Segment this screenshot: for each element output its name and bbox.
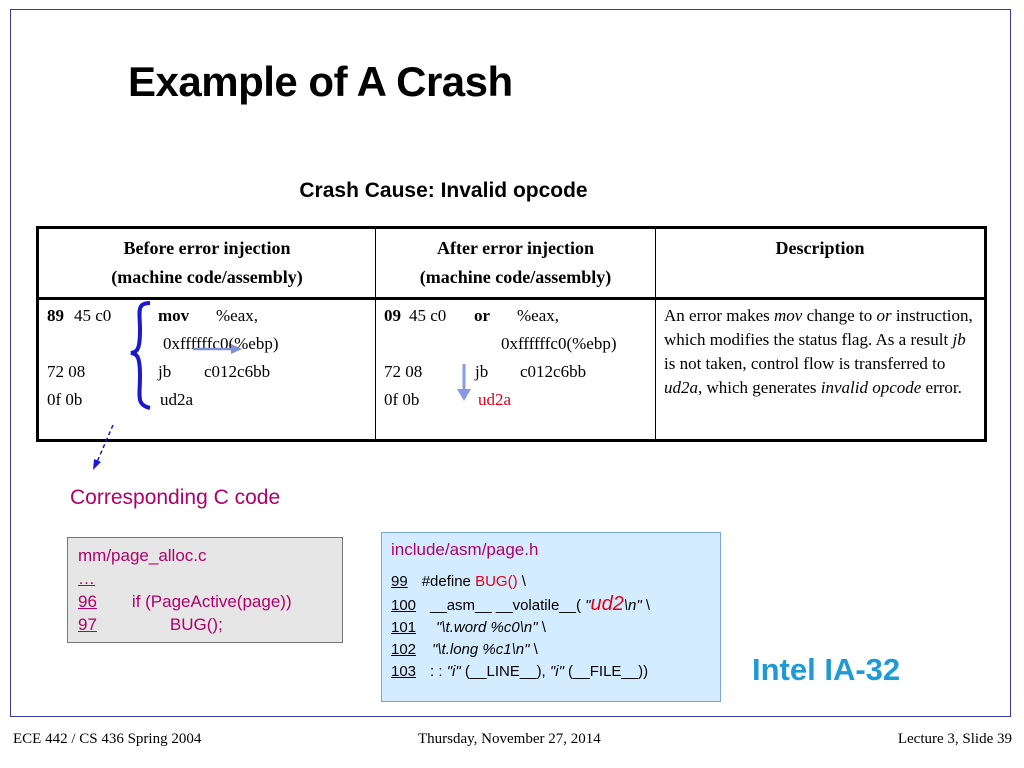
before-line-3: 72 08 jb c012c6bb	[47, 362, 271, 381]
asm-line-100: 100__asm__ __volatile__( "ud2\n" \	[391, 593, 651, 615]
footer-course: ECE 442 / CS 436 Spring 2004	[13, 731, 202, 747]
down-arrow-icon	[457, 389, 471, 401]
architecture-label: Intel IA-32	[752, 652, 901, 687]
after-line-3: 72 08 jb c012c6bb	[384, 362, 587, 381]
header-before: Before error injection (machine code/ass…	[37, 227, 376, 300]
asm-line-102: 102"\t.long %c1\n" \	[391, 641, 538, 658]
before-line-2: 0xffffffc0(%ebp)	[163, 334, 279, 353]
after-line-4: 0f 0b ud2a	[384, 390, 512, 409]
footer-slide-number: Lecture 3, Slide 39	[897, 731, 1012, 747]
crash-cause-heading: Crash Cause: Invalid opcode	[299, 179, 588, 202]
dashed-arrow-line	[96, 424, 114, 463]
after-line-1: 09 45 c0 or %eax,	[384, 306, 560, 325]
description-cell: An error makes mov change to or instruct…	[655, 298, 986, 441]
slide-title: Example of A Crash	[128, 58, 513, 105]
asm-code-box: include/asm/page.h 99#define BUG() \ 100…	[381, 532, 721, 702]
c-file-name: mm/page_alloc.c	[78, 546, 207, 565]
crash-table: Before error injection (machine code/ass…	[36, 226, 987, 442]
before-line-1: 89 45 c0 mov %eax,	[47, 306, 259, 325]
footer-date: Thursday, November 27, 2014	[418, 731, 601, 747]
header-after: After error injection (machine code/asse…	[375, 227, 656, 300]
arrow-head-icon	[93, 459, 101, 470]
after-code-cell: 09 45 c0 or %eax, 0xffffffc0(%ebp) 72 08…	[375, 298, 656, 441]
header-description: Description	[655, 227, 986, 300]
asm-line-99: 99#define BUG() \	[391, 573, 526, 590]
asm-line-101: 101"\t.word %c0\n" \	[391, 619, 546, 636]
pointer-arrow-icon	[231, 344, 242, 354]
table-header-row: Before error injection (machine code/ass…	[37, 227, 986, 300]
brace-icon	[130, 301, 151, 410]
asm-file-name: include/asm/page.h	[391, 540, 539, 559]
slide-frame	[10, 9, 1011, 717]
asm-line-103: 103: : "i" (__LINE__), "i" (__FILE__))	[391, 663, 649, 680]
before-code-cell: 89 45 c0 mov %eax, 0xffffffc0(%ebp) 72 0…	[37, 298, 376, 441]
c-ellipsis: …	[78, 569, 95, 588]
c-code-label: Corresponding C code	[70, 486, 281, 509]
after-line-2: 0xffffffc0(%ebp)	[501, 334, 617, 353]
table-row: 89 45 c0 mov %eax, 0xffffffc0(%ebp) 72 0…	[37, 298, 986, 441]
before-line-4: 0f 0b ud2a	[47, 390, 194, 409]
